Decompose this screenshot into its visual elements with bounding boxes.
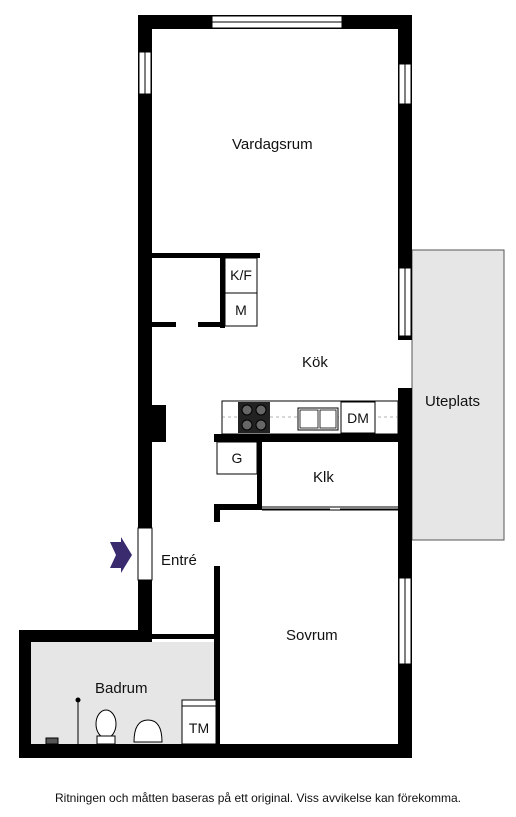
room-label-living: Vardagsrum xyxy=(232,136,313,153)
room-label-entrance: Entré xyxy=(161,552,197,569)
fixture-label-washer-dryer: TM xyxy=(188,720,210,736)
wardrobe-box xyxy=(216,441,258,475)
room-label-bathroom: Badrum xyxy=(95,680,148,697)
fixture-label-fridge-freezer: K/F xyxy=(230,267,252,283)
hob-burner xyxy=(255,404,267,416)
storage-units xyxy=(224,257,258,327)
dishwasher-box xyxy=(340,401,376,434)
entrance-arrow-icon xyxy=(110,537,132,573)
sliding-doors xyxy=(262,506,398,511)
entrance-door xyxy=(137,527,153,581)
fixture-label-wardrobe: G xyxy=(231,450,243,466)
kitchen-counter xyxy=(221,400,399,435)
washer-dryer-box xyxy=(181,699,217,745)
footer-disclaimer: Ritningen och måtten baseras på ett orig… xyxy=(55,791,461,805)
room-label-closet: Klk xyxy=(313,469,334,486)
room-label-kitchen: Kök xyxy=(302,354,328,371)
hob-burner xyxy=(241,404,253,416)
fixture-label-microwave: M xyxy=(235,302,247,318)
fridge-freezer-box xyxy=(224,257,258,294)
bathroom-fixtures xyxy=(45,697,217,745)
microwave-box xyxy=(224,292,258,327)
interior-walls xyxy=(152,253,398,744)
shower-head-icon xyxy=(45,737,59,745)
hob-burner xyxy=(241,419,253,431)
windows xyxy=(138,15,412,665)
toilet-icon xyxy=(95,709,117,739)
washbasin-icon xyxy=(133,719,163,743)
fixture-label-dishwasher: DM xyxy=(347,410,369,426)
hob-burner xyxy=(255,419,267,431)
patio-area xyxy=(411,249,505,541)
room-label-patio: Uteplats xyxy=(425,393,481,410)
room-label-bedroom: Sovrum xyxy=(286,627,338,644)
